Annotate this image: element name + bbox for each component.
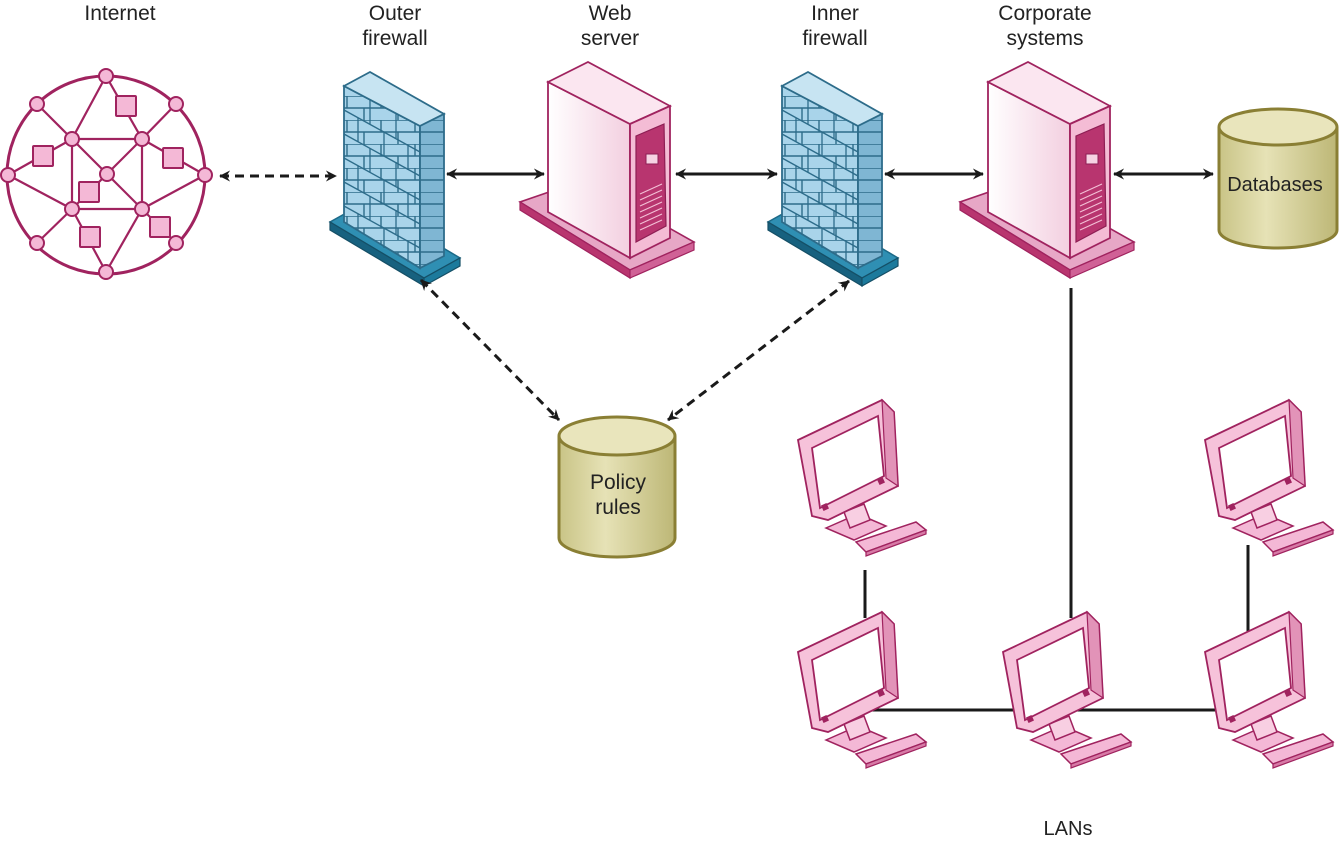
corporate-systems-label-line1: Corporate [998, 2, 1092, 25]
web-server-label-line1: Web [588, 2, 632, 25]
databases-label: Databases [1212, 173, 1338, 198]
inner-firewall-icon [767, 71, 899, 287]
lans-label: LANs [1018, 817, 1118, 842]
corporate-server-icon [959, 61, 1135, 279]
internet-globe-icon [0, 68, 213, 280]
inner-firewall-label: Inner firewall [765, 1, 905, 51]
web-server-label-line2: server [580, 27, 640, 50]
databases-cylinder-icon [1217, 107, 1339, 250]
web-server-icon [519, 61, 695, 279]
policy-rules-cylinder-icon [557, 415, 677, 559]
corporate-systems-label: Corporate systems [970, 1, 1120, 51]
outer-firewall-policy-link [419, 278, 561, 422]
lan-monitor-icon [1204, 399, 1334, 557]
lan-monitor-icon [1002, 611, 1132, 769]
internet-label-text: Internet [84, 2, 156, 25]
inner-firewall-label-line1: Inner [811, 2, 859, 25]
outer-firewall-icon [329, 71, 461, 287]
lan-monitor-icon [1204, 611, 1334, 769]
web-server-label: Web server [545, 1, 675, 51]
lan-monitor-icon [797, 399, 927, 557]
policy-rules-label-line2: rules [595, 496, 641, 519]
outer-firewall-label-line2: firewall [362, 27, 428, 50]
internet-label: Internet [60, 1, 180, 26]
inner-firewall-label-line2: firewall [802, 27, 868, 50]
connection-lines [219, 168, 1250, 712]
inner-firewall-policy-link [667, 279, 850, 422]
lan-monitor-icon [797, 611, 927, 769]
corporate-systems-label-line2: systems [1006, 27, 1084, 50]
policy-rules-label-line1: Policy [589, 471, 647, 494]
lans-label-text: LANs [1043, 818, 1093, 840]
outer-firewall-label-line1: Outer [368, 2, 422, 25]
policy-rules-label: Policy rules [548, 470, 688, 520]
databases-label-text: Databases [1227, 174, 1323, 196]
outer-firewall-label: Outer firewall [325, 1, 465, 51]
